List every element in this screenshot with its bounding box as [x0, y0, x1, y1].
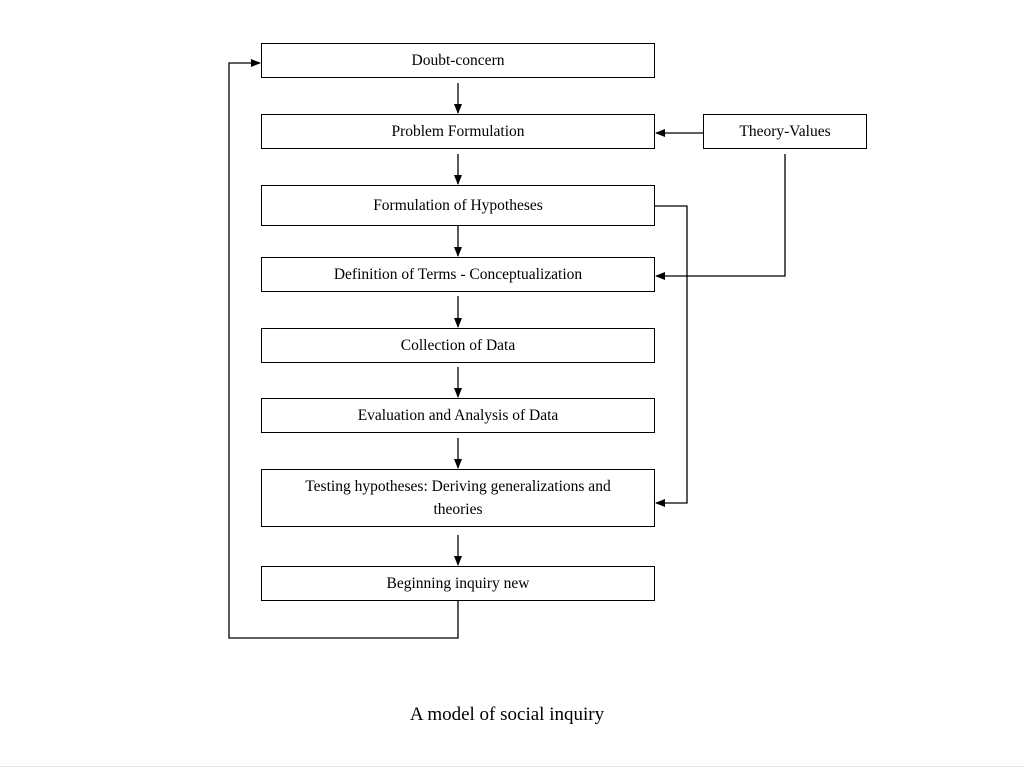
side-input-theory-values: Theory-Values — [703, 114, 867, 149]
step-label: Problem Formulation — [391, 123, 525, 140]
figure-caption: A model of social inquiry — [409, 704, 605, 725]
step-definition-of-terms: Definition of Terms - Conceptualization — [261, 257, 655, 292]
step-label: Evaluation and Analysis of Data — [357, 407, 559, 424]
step-problem-formulation: Problem Formulation — [261, 114, 655, 149]
step-label: Testing hypotheses: Deriving generalizat… — [305, 478, 611, 518]
step-formulation-of-hypotheses: Formulation of Hypotheses — [261, 185, 655, 226]
step-label: Doubt-concern — [411, 52, 505, 69]
side-input-label: Theory-Values — [739, 123, 831, 140]
step-testing-hypotheses: Testing hypotheses: Deriving generalizat… — [261, 469, 655, 527]
step-doubt-concern: Doubt-concern — [261, 43, 655, 78]
arrow-feedback-loop — [228, 59, 459, 639]
step-label: Collection of Data — [400, 337, 516, 354]
step-beginning-inquiry-new: Beginning inquiry new — [261, 566, 655, 601]
step-label: Formulation of Hypotheses — [373, 197, 543, 214]
bottom-divider — [0, 766, 1024, 767]
step-label: Beginning inquiry new — [386, 575, 530, 592]
step-label: Definition of Terms - Conceptualization — [333, 266, 583, 283]
arrow-hypotheses-to-testing — [654, 205, 688, 507]
arrow-theory-to-definition — [655, 154, 786, 280]
step-collection-of-data: Collection of Data — [261, 328, 655, 363]
step-evaluation-and-analysis: Evaluation and Analysis of Data — [261, 398, 655, 433]
